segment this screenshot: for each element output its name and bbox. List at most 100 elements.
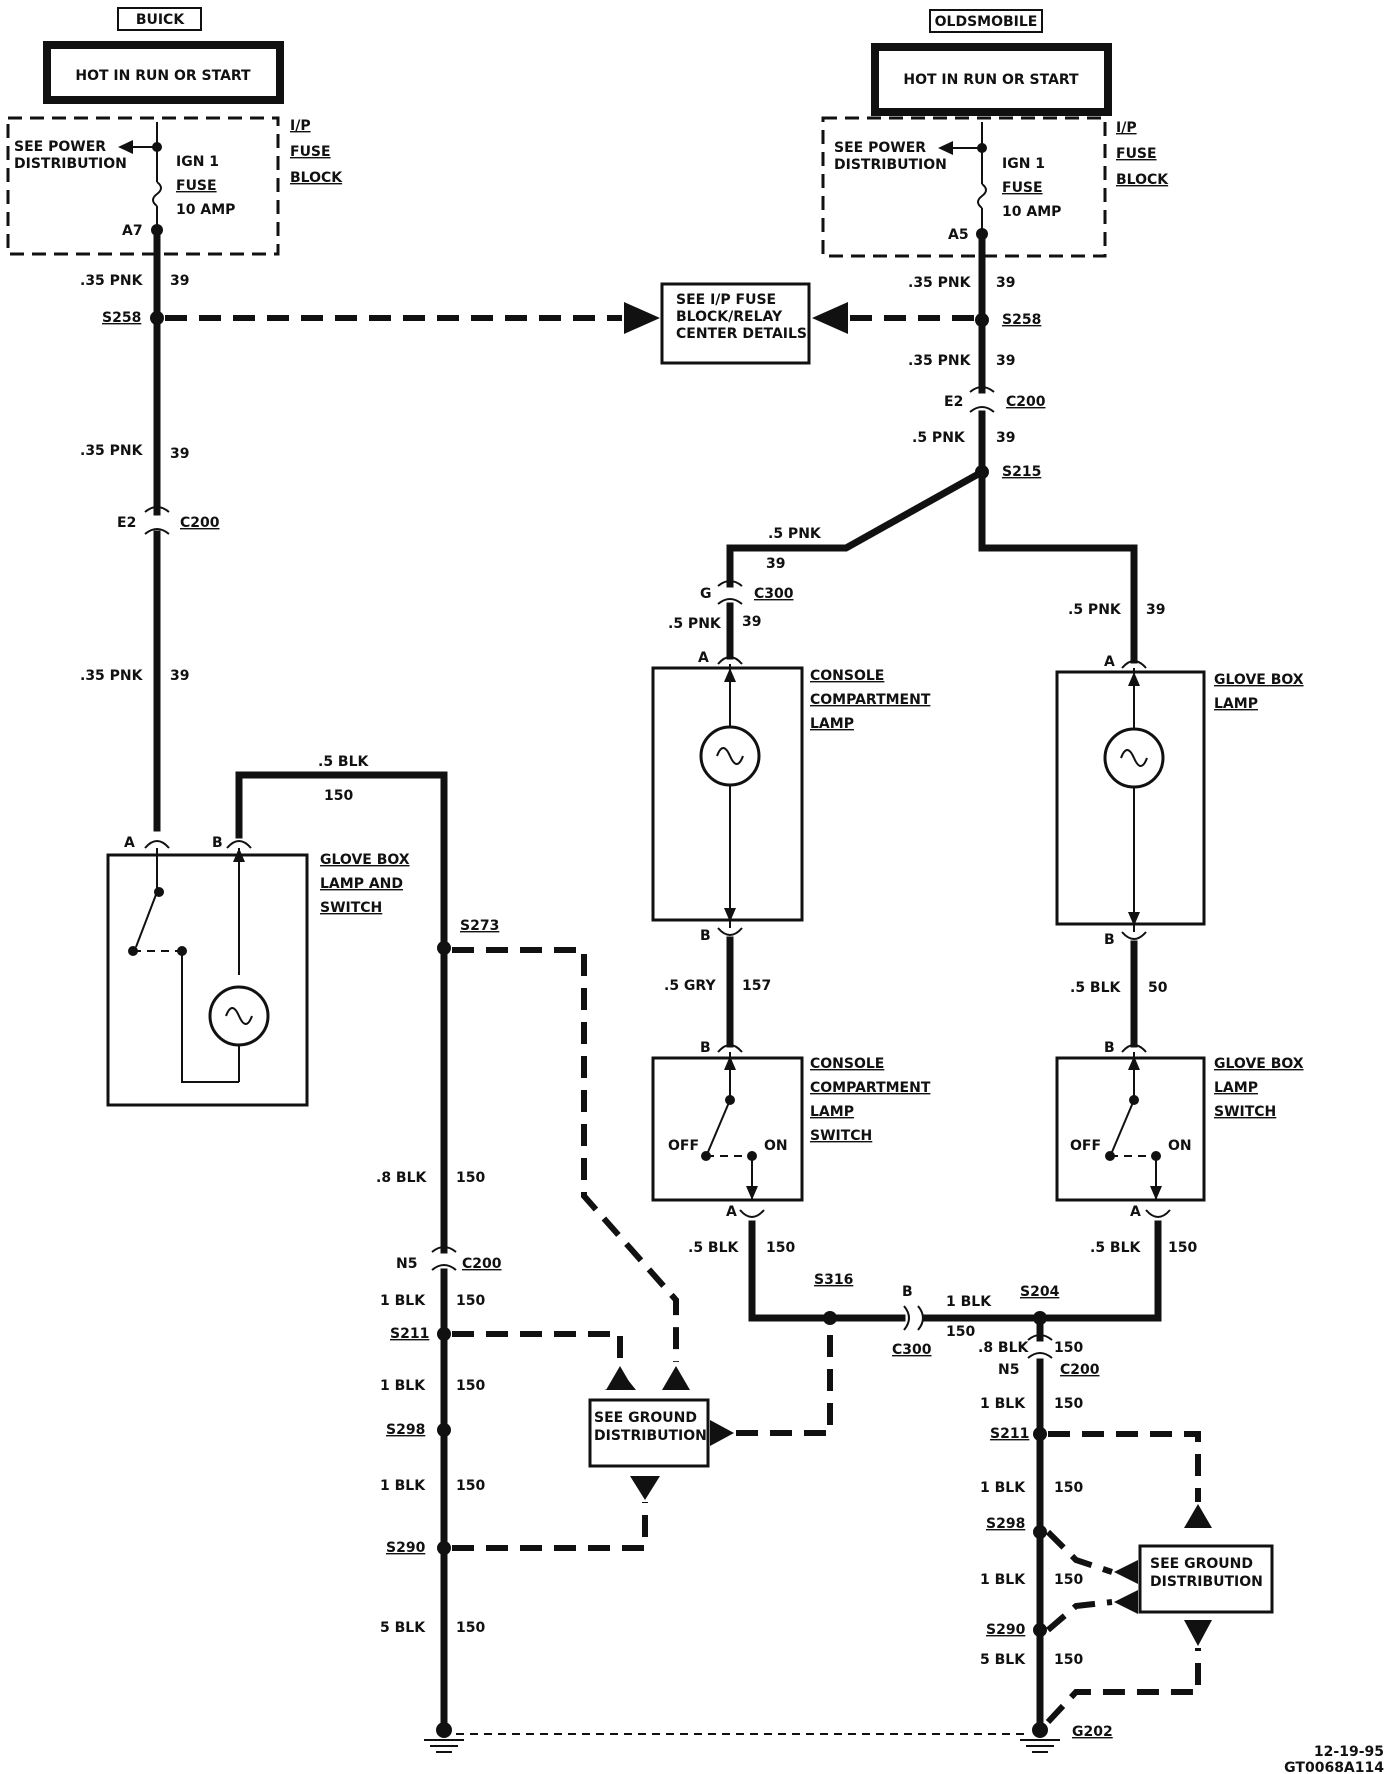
buick-see-ground-box bbox=[588, 1398, 710, 1468]
olds-wire-5pnk-a: .5 PNK bbox=[912, 430, 966, 446]
olds-console-switch-blade bbox=[707, 1099, 731, 1153]
buick-s258-label: S258 bbox=[102, 310, 141, 326]
olds-wire-5pnk-b: .5 PNK bbox=[768, 526, 822, 542]
olds-glove-pin-b-connector bbox=[1121, 931, 1147, 940]
olds-s258-node bbox=[975, 313, 989, 327]
buick-circuit-150-b: 150 bbox=[456, 1293, 485, 1309]
buick-c200-top bbox=[144, 506, 170, 513]
olds-s258-label: S258 bbox=[1002, 312, 1041, 328]
buick-wire-1blk-a: 1 BLK bbox=[380, 1293, 426, 1309]
olds-s290-label: S290 bbox=[986, 1622, 1026, 1638]
buick-wire-label-3: .35 PNK bbox=[80, 668, 144, 684]
olds-glove-box-lamp-switch bbox=[1055, 1056, 1206, 1202]
olds-fuse-symbol bbox=[977, 183, 987, 209]
buick-blk-wire-label: .5 BLK bbox=[318, 754, 370, 770]
olds-c200-bottom bbox=[969, 406, 995, 413]
olds-relay-center-2: BLOCK/RELAY bbox=[676, 309, 783, 325]
olds-circuit-150-a: 150 bbox=[766, 1240, 795, 1256]
olds-brand-label: OLDSMOBILE bbox=[935, 14, 1038, 30]
olds-console-pin-b-connector bbox=[717, 927, 743, 936]
olds-glove-feed-wire bbox=[978, 468, 1138, 664]
olds-glove-switch-2: LAMP bbox=[1214, 1080, 1258, 1096]
olds-s316-node bbox=[823, 1311, 837, 1325]
olds-c300b-pin: B bbox=[902, 1284, 913, 1300]
olds-console-switch-pin-a-connector bbox=[739, 1209, 765, 1218]
olds-see-ground-box bbox=[1138, 1544, 1274, 1614]
olds-n5-label: N5 bbox=[998, 1362, 1019, 1378]
buick-wire-8blk-label: .8 BLK bbox=[376, 1170, 428, 1186]
buick-bulb-filament bbox=[225, 1007, 253, 1025]
buick-s298-node bbox=[437, 1423, 451, 1437]
olds-glove-ground-wire bbox=[922, 1220, 1162, 1322]
olds-circuit-150-g: 150 bbox=[1054, 1572, 1083, 1588]
olds-see-ground-2: DISTRIBUTION bbox=[1150, 1574, 1263, 1590]
buick-s290-ground-dash bbox=[452, 1502, 648, 1551]
footer-date: 12-19-95 bbox=[1314, 1744, 1384, 1760]
olds-ground-icon bbox=[1020, 1739, 1060, 1753]
olds-console-on-label: ON bbox=[764, 1138, 788, 1154]
buick-wire-1blk-c: 1 BLK bbox=[380, 1478, 426, 1494]
buick-circuit-150-d: 150 bbox=[456, 1478, 485, 1494]
olds-wire-5blk-c: .5 BLK bbox=[1090, 1240, 1142, 1256]
olds-g-label: G bbox=[700, 586, 712, 602]
buick-see-power-1: SEE POWER bbox=[14, 139, 106, 155]
buick-brand-box bbox=[117, 7, 202, 31]
buick-s290-label: S290 bbox=[386, 1540, 426, 1556]
olds-console-bulb-filament bbox=[716, 747, 744, 765]
olds-relay-center-box bbox=[660, 282, 811, 365]
olds-console-switch-pin-b: B bbox=[700, 1040, 711, 1056]
olds-s298-ground-dash bbox=[1045, 1529, 1113, 1575]
olds-fuse-block-outline bbox=[821, 116, 1107, 258]
olds-circuit-150-b: 150 bbox=[1168, 1240, 1197, 1256]
buick-wire-1blk-b: 1 BLK bbox=[380, 1378, 426, 1394]
olds-s316-ground-dash bbox=[736, 1318, 833, 1436]
buick-s211-label: S211 bbox=[390, 1326, 429, 1342]
olds-wire-5blk-b: .5 BLK bbox=[688, 1240, 740, 1256]
buick-pin-b-label: B bbox=[212, 835, 223, 851]
olds-glove-pin-a: A bbox=[1104, 654, 1115, 670]
buick-wire-label-2: .35 PNK bbox=[80, 443, 144, 459]
olds-see-ground-1: SEE GROUND bbox=[1150, 1556, 1253, 1572]
olds-console-pin-a: A bbox=[698, 650, 709, 666]
olds-circuit-39-d: 39 bbox=[766, 556, 785, 572]
olds-console-switch-pin-a: A bbox=[726, 1204, 737, 1220]
olds-circuit-150-d: 150 bbox=[1054, 1340, 1083, 1356]
footer-code: GT0068A114 bbox=[1284, 1760, 1384, 1774]
olds-wire-5pnk-c: .5 PNK bbox=[668, 616, 722, 632]
olds-glove-off-label: OFF bbox=[1070, 1138, 1101, 1154]
buick-glovebox-label-2: LAMP AND bbox=[320, 876, 403, 892]
olds-s211-node bbox=[1033, 1427, 1047, 1441]
olds-glove-switch-arrow bbox=[1128, 1056, 1140, 1070]
buick-s290-node bbox=[437, 1541, 451, 1555]
olds-console-ground-wire bbox=[748, 1220, 906, 1322]
olds-console-switch-pin-b-connector bbox=[717, 1044, 743, 1053]
buick-see-power-2: DISTRIBUTION bbox=[14, 156, 127, 172]
olds-console-compartment-lamp-switch bbox=[651, 1056, 804, 1202]
buick-fuse-name-3: 10 AMP bbox=[176, 202, 235, 218]
olds-console-lamp-3: LAMP bbox=[810, 716, 854, 732]
buick-wire-5blk-label: 5 BLK bbox=[380, 1620, 426, 1636]
olds-glove-switch-blade bbox=[1111, 1099, 1135, 1153]
olds-glove-lamp-arrow-top bbox=[1128, 672, 1140, 686]
buick-blk-circuit-label: 150 bbox=[324, 788, 353, 804]
buick-ground-arrow-4 bbox=[630, 1476, 660, 1500]
olds-hot-box bbox=[871, 43, 1112, 116]
buick-pin-a-label: A bbox=[124, 835, 135, 851]
buick-circuit-150-c: 150 bbox=[456, 1378, 485, 1394]
olds-ground-arrow-left-1 bbox=[1114, 1560, 1138, 1584]
buick-s211-ground-dash bbox=[452, 1331, 623, 1362]
buick-glove-box-lamp-switch bbox=[106, 853, 309, 1107]
buick-s211-node bbox=[437, 1327, 451, 1341]
olds-console-switch-arrow-out bbox=[746, 1186, 758, 1200]
olds-s211-label: S211 bbox=[990, 1426, 1029, 1442]
olds-c200-lower-label: C200 bbox=[1060, 1362, 1100, 1378]
olds-c300-bottom bbox=[717, 598, 743, 605]
olds-c300-top bbox=[717, 580, 743, 587]
olds-c300b-label: C300 bbox=[892, 1342, 932, 1358]
olds-s211-ground-dash bbox=[1048, 1431, 1201, 1502]
olds-glove-pin-b: B bbox=[1104, 932, 1115, 948]
olds-fuse-block-2: FUSE bbox=[1116, 146, 1157, 162]
olds-g202-label: G202 bbox=[1072, 1724, 1113, 1740]
olds-ground-arrow-left-2 bbox=[1114, 1590, 1138, 1614]
olds-circuit-150-f: 150 bbox=[1054, 1480, 1083, 1496]
